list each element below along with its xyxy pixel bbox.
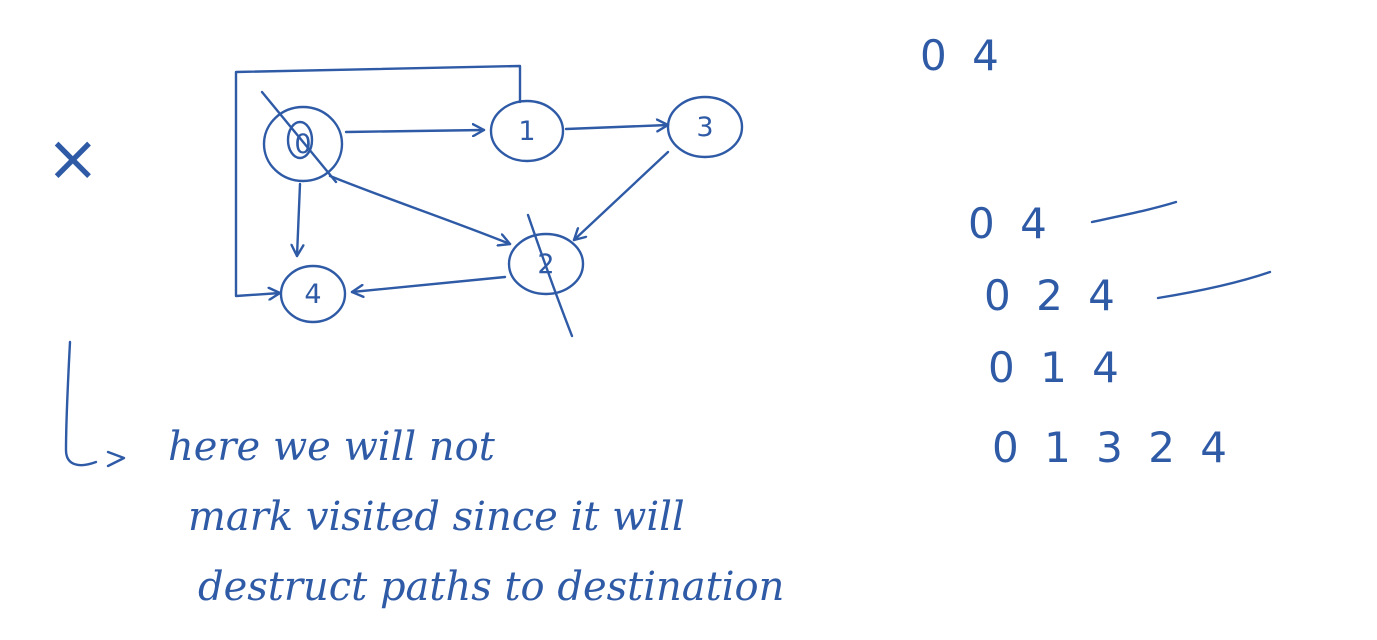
graph-edges	[234, 64, 670, 296]
note-pointer-arrow	[64, 340, 126, 468]
graph-edge-0-to-2	[328, 174, 512, 244]
query-label: 0 4	[920, 31, 1005, 80]
path-item-4: 0 1 3 2 4	[992, 423, 1233, 472]
graph-node-1: 1	[489, 99, 565, 163]
path-2-check-mark	[1156, 270, 1272, 300]
graph-edge-0-to-4	[297, 182, 300, 258]
note-line-3: destruct paths to destination	[198, 564, 784, 610]
node-circle-0	[262, 105, 344, 183]
path-item-3: 0 1 4	[988, 343, 1125, 392]
graph-edge-3-to-2	[572, 150, 670, 242]
node-2-slash	[526, 213, 574, 338]
node-0-slash	[260, 90, 338, 184]
graph-node-4: 4	[279, 264, 347, 324]
graph-node-0: 0	[262, 105, 344, 183]
note-line-1: here we will not	[168, 424, 496, 470]
graph-edge-2-to-4	[350, 275, 507, 292]
node-label-3: 3	[696, 112, 713, 143]
node-label-4: 4	[304, 279, 321, 310]
node-label-1: 1	[518, 116, 535, 147]
path-1-check-mark	[1090, 200, 1178, 224]
graph-edge-1-to-4	[234, 64, 522, 296]
node-circle-1	[489, 99, 565, 163]
graph-edge-1-to-3	[564, 125, 670, 129]
note-line-2: mark visited since it will	[188, 494, 685, 540]
path-list: 0 4 0 2 4 0 1 4 0 1 3 2 4	[968, 199, 1272, 472]
graph-node-3: 3	[666, 95, 744, 159]
node-circle-3	[666, 95, 744, 159]
note: here we will not mark visited since it w…	[168, 424, 784, 610]
cross-mark: ×	[46, 122, 100, 196]
node-circle-2	[507, 232, 585, 296]
node-0-inner-mark	[286, 120, 314, 160]
node-circle-4	[279, 264, 347, 324]
path-item-1: 0 4	[968, 199, 1053, 248]
path-item-2: 0 2 4	[984, 271, 1121, 320]
graph-edge-0-to-1	[344, 130, 486, 132]
